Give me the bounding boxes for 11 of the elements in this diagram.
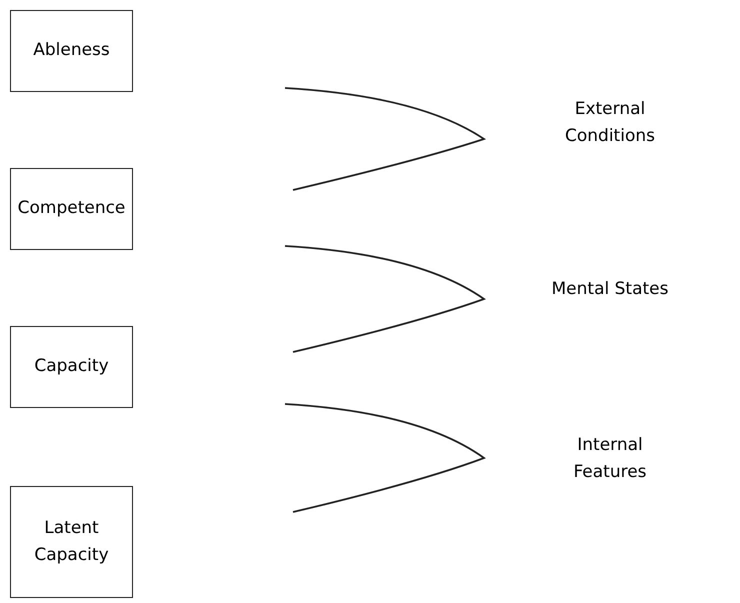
category-label: Mental States <box>550 278 670 301</box>
box-label: Ableness <box>32 39 111 62</box>
category-label: Internal Features <box>572 434 648 484</box>
term-box <box>10 486 133 598</box>
box-label: Latent Capacity <box>33 516 110 567</box>
box-label: Competence <box>16 197 126 220</box>
box-label: Capacity <box>33 355 110 378</box>
term-box <box>10 168 133 250</box>
term-box <box>10 326 133 408</box>
term-box <box>10 10 133 92</box>
category-label: External Conditions <box>564 98 656 148</box>
